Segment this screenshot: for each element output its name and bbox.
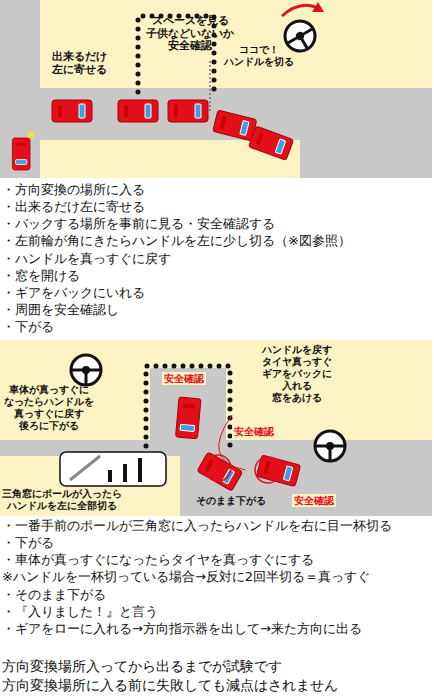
- step-text: ・一番手前のポールが三角窓に入ったらハンドルを右に目一杯切る: [2, 518, 392, 535]
- callout-label: 車体が真っすぐに なったらハンドルを 真っすぐに戻す 後ろに下がる: [4, 384, 94, 432]
- step-text: ・ギアをバックにいれる: [2, 285, 145, 302]
- safety-label: 安全確認: [232, 425, 276, 438]
- step-text: ・下がる: [2, 319, 54, 336]
- note-text: ※ハンドルを一杯切っている場合→反対に2回半切る＝真っすぐ: [2, 569, 370, 586]
- callout-label: ココで！ ハンドルを切る: [224, 44, 294, 68]
- step-text: ・窓を開ける: [2, 268, 80, 285]
- footer-text: 方向変換場所に入る前に失敗しても減点はされません: [2, 677, 338, 695]
- callout-label: 三角窓にポールが入ったら ハンドルを左に全部切る: [2, 488, 122, 512]
- callout-label: そのまま下がる: [196, 494, 266, 507]
- step-text: ・そのまま下がる: [2, 587, 106, 604]
- step-text: ・ギアをローに入れる→方向指示器を出して→来た方向に出る: [2, 621, 362, 638]
- safety-label: 安全確認: [162, 372, 206, 385]
- step-text: ・車体が真っすぐになったらタイヤを真っすぐにする: [2, 552, 314, 569]
- step-text: ・ハンドルを真っすぐに戻す: [2, 251, 171, 268]
- step-text: ・『入りました！』と言う: [2, 604, 158, 621]
- callout-label: ハンドルを戻す タイヤ真っすぐ ギアをバックに 入れる 窓をあける: [262, 344, 332, 404]
- callout-label: 出来るだけ 左に寄せる: [52, 50, 107, 75]
- step-text: ・方向変換の場所に入る: [2, 182, 145, 199]
- step-text: ・左前輪が角にきたらハンドルを左に少し切る（※図参照）: [2, 233, 351, 250]
- step-text: ・出来るだけ左に寄せる: [2, 199, 145, 216]
- step-text: ・周囲を安全確認し: [2, 302, 119, 319]
- step-text: ・下がる: [2, 535, 54, 552]
- callout-label: スペースを見る 子供などいないか 安全確認: [146, 14, 234, 52]
- safety-label: 安全確認: [292, 494, 336, 507]
- footer-text: 方向変換場所入ってから出るまでが試験です: [2, 658, 282, 676]
- step-text: ・バックする場所を事前に見る・安全確認する: [2, 216, 275, 233]
